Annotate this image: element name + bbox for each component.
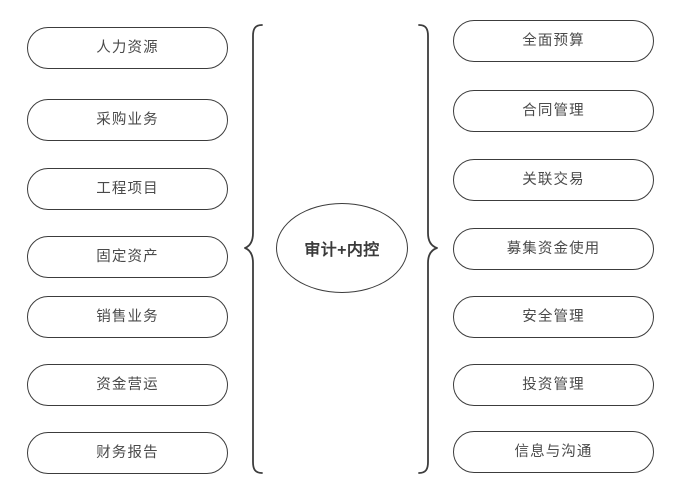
left-item-2-label: 采购业务 [96,111,159,128]
left-item-3[interactable]: 工程项目 [27,168,228,210]
right-item-1-label: 全面预算 [522,32,585,49]
right-group-brace-icon [418,24,438,474]
right-item-5-label: 安全管理 [522,308,585,325]
left-item-7-label: 财务报告 [96,444,159,461]
right-item-6[interactable]: 投资管理 [453,364,654,406]
right-item-5[interactable]: 安全管理 [453,296,654,338]
right-item-2-label: 合同管理 [522,102,585,119]
left-item-6[interactable]: 资金营运 [27,364,228,406]
center-node-label: 审计+内控 [304,242,380,259]
left-item-4-label: 固定资产 [96,248,159,265]
left-item-5-label: 销售业务 [96,308,159,325]
right-item-1[interactable]: 全面预算 [453,20,654,62]
right-item-2[interactable]: 合同管理 [453,90,654,132]
left-group-brace-icon [244,24,263,474]
right-item-6-label: 投资管理 [522,376,585,393]
left-item-3-label: 工程项目 [96,180,159,197]
center-node[interactable]: 审计+内控 [276,203,408,293]
right-item-7[interactable]: 信息与沟通 [453,431,654,473]
left-item-1[interactable]: 人力资源 [27,27,228,69]
left-item-5[interactable]: 销售业务 [27,296,228,338]
left-item-6-label: 资金营运 [96,376,159,393]
left-item-1-label: 人力资源 [96,39,159,56]
right-item-7-label: 信息与沟通 [514,443,593,460]
right-item-3[interactable]: 关联交易 [453,159,654,201]
right-item-3-label: 关联交易 [522,171,585,188]
left-item-7[interactable]: 财务报告 [27,432,228,474]
left-item-2[interactable]: 采购业务 [27,99,228,141]
left-item-4[interactable]: 固定资产 [27,236,228,278]
right-item-4-label: 募集资金使用 [506,240,601,257]
right-item-4[interactable]: 募集资金使用 [453,228,654,270]
